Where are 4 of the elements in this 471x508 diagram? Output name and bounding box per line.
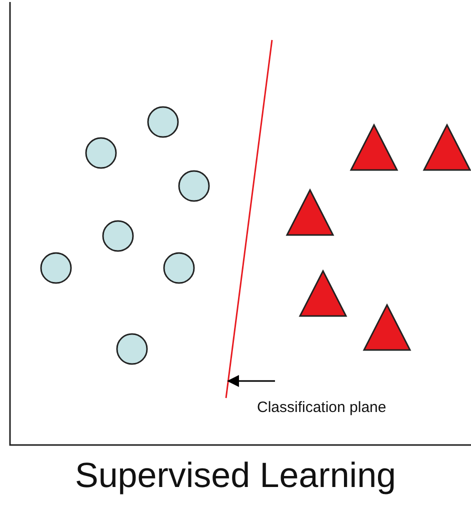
annotation-label: Classification plane	[257, 381, 386, 416]
diagram-title: Supervised Learning	[74, 456, 398, 496]
classification-line	[225, 40, 273, 398]
leader-arrow	[226, 375, 275, 387]
